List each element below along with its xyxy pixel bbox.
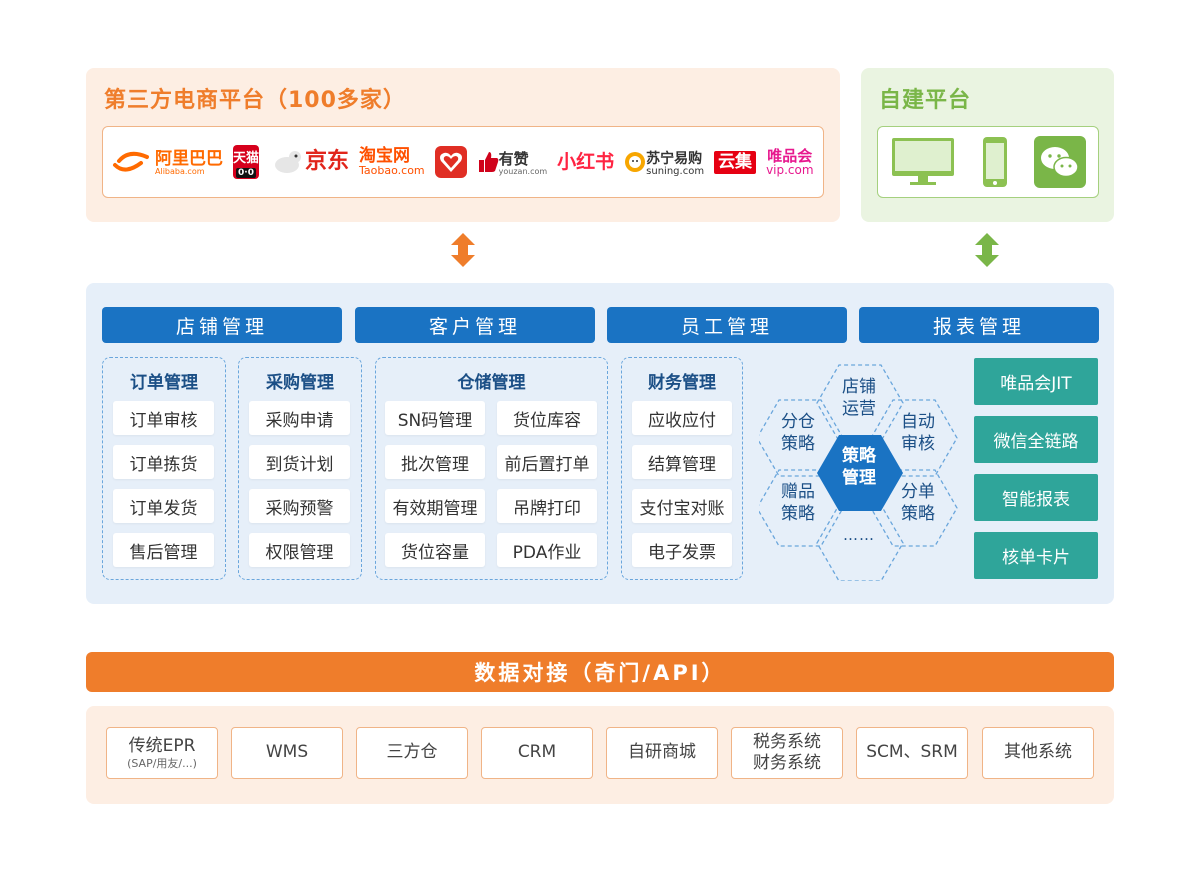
green-double-arrow-icon	[975, 233, 999, 267]
tag-print-item: 吊牌打印	[497, 489, 597, 523]
purchase-warning-item: 采购预警	[249, 489, 350, 523]
purchase-management-title: 采购管理	[266, 373, 334, 393]
settlement-item: 结算管理	[632, 445, 732, 479]
third-party-platform-panel: 第三方电商平台（100多家） 阿里巴巴 Alibaba.com 天猫 0·0 京…	[86, 68, 840, 222]
slot-volume-item: 货位容量	[385, 533, 485, 567]
xiaohongshu-logo: 小红书	[557, 150, 615, 173]
purchase-request-item: 采购申请	[249, 401, 350, 435]
yunji-cn: 云集	[718, 151, 753, 172]
yunji-logo: 云集	[714, 150, 757, 174]
vip-cn: 唯品会	[767, 146, 813, 165]
suning-lion-icon	[625, 152, 646, 172]
system-self-mall: 自研商城	[606, 727, 718, 779]
alibaba-cn: 阿里巴巴	[155, 148, 223, 169]
vip-en: vip.com	[766, 162, 814, 177]
self-built-platform-panel: 自建平台	[861, 68, 1114, 222]
expiry-management-item: 有效期管理	[385, 489, 485, 523]
pinduoduo-logo	[434, 146, 467, 178]
taobao-logo: 淘宝网 Taobao.com	[359, 146, 425, 177]
tmall-eyes: 0·0	[236, 167, 256, 178]
taobao-en: Taobao.com	[359, 164, 425, 177]
self-built-title: 自建平台	[879, 88, 972, 113]
arrival-plan-item: 到货计划	[249, 445, 350, 479]
pre-post-print-item: 前后置打单	[497, 445, 597, 479]
system-wms: WMS	[231, 727, 343, 779]
order-management-group: 订单管理 订单审核 订单拣货 订单发货 售后管理	[102, 357, 226, 580]
order-shipping-item: 订单发货	[113, 489, 214, 523]
thumbs-up-icon	[478, 152, 498, 172]
after-sales-item: 售后管理	[113, 533, 214, 567]
third-party-title: 第三方电商平台（100多家）	[104, 88, 406, 113]
system-scm-srm: SCM、SRM	[856, 727, 968, 779]
monitor-icon	[892, 138, 955, 185]
batch-management-item: 批次管理	[385, 445, 485, 479]
hex-split-order-label: 分单 策略	[901, 482, 935, 524]
alibaba-logo: 阿里巴巴 Alibaba.com	[111, 147, 223, 177]
header-report-management: 报表管理	[859, 307, 1099, 343]
core-management-panel: 店铺管理 客户管理 员工管理 报表管理 订单管理 订单审核 订单拣货 订单发货 …	[86, 283, 1114, 604]
system-other: 其他系统	[982, 727, 1094, 779]
system-3pl-warehouse: 三方仓	[356, 727, 468, 779]
finance-management-title: 财务管理	[648, 373, 716, 393]
suning-cn: 苏宁易购	[646, 150, 703, 167]
youzan-logo: 有赞 youzan.com	[477, 149, 548, 176]
header-customer-management: 客户管理	[355, 307, 595, 343]
hex-auto-review-label: 自动 审核	[901, 412, 935, 454]
youzan-en: youzan.com	[498, 166, 548, 176]
tmall-cn: 天猫	[233, 150, 260, 166]
taobao-cn: 淘宝网	[359, 146, 411, 166]
hex-gift-strategy-label: 赠品 策略	[781, 482, 815, 524]
device-strip	[877, 126, 1099, 198]
alipay-reconcile-item: 支付宝对账	[632, 489, 732, 523]
suning-en: suning.com	[646, 165, 705, 177]
finance-management-group: 财务管理 应收应付 结算管理 支付宝对账 电子发票	[621, 357, 743, 580]
system-erp: 传统EPR (SAP/用友/...)	[106, 727, 218, 779]
youzan-cn: 有赞	[498, 149, 529, 168]
pda-operation-item: PDA作业	[497, 533, 597, 567]
alibaba-smile-icon	[113, 151, 149, 172]
smart-report-box: 智能报表	[974, 474, 1098, 521]
hex-split-warehouse-label: 分仓 策略	[781, 412, 815, 454]
orange-double-arrow-icon	[451, 233, 475, 267]
suning-logo: 苏宁易购 suning.com	[624, 148, 704, 177]
slot-capacity-item: 货位库容	[497, 401, 597, 435]
purchase-management-group: 采购管理 采购申请 到货计划 采购预警 权限管理	[238, 357, 362, 580]
warehouse-management-group: 仓储管理 SN码管理 货位库容 批次管理 前后置打单 有效期管理 吊牌打印 货位…	[375, 357, 608, 580]
jd-dog-icon	[275, 151, 302, 173]
pinduoduo-heart-icon	[439, 152, 462, 172]
order-picking-item: 订单拣货	[113, 445, 214, 479]
sn-code-item: SN码管理	[385, 401, 485, 435]
hex-strategy-center	[817, 435, 903, 511]
wechat-full-link-box: 微信全链路	[974, 416, 1098, 463]
external-systems-panel: 传统EPR (SAP/用友/...) WMS 三方仓 CRM 自研商城 税务系统…	[86, 706, 1114, 804]
strategy-hexagon-cluster	[759, 364, 958, 581]
system-tax-finance: 税务系统 财务系统	[731, 727, 843, 779]
order-management-title: 订单管理	[130, 373, 198, 393]
jd-cn: 京东	[305, 149, 350, 174]
vip-logo: 唯品会 vip.com	[766, 146, 814, 177]
permission-management-item: 权限管理	[249, 533, 350, 567]
hex-store-ops	[816, 364, 904, 442]
hex-auto-review	[870, 399, 958, 477]
tmall-logo: 天猫 0·0	[233, 145, 260, 179]
e-invoice-item: 电子发票	[632, 533, 732, 567]
order-review-item: 订单审核	[113, 401, 214, 435]
vip-jit-box: 唯品会JIT	[974, 358, 1098, 405]
platform-logo-strip: 阿里巴巴 Alibaba.com 天猫 0·0 京东 淘宝网 Taobao.co…	[102, 126, 824, 198]
hex-store-ops-label: 店铺 运营	[842, 377, 876, 419]
alibaba-en: Alibaba.com	[155, 166, 205, 176]
hex-strategy-center-label: 策略 管理	[842, 446, 876, 488]
phone-icon	[982, 137, 1007, 187]
xiaohongshu-cn: 小红书	[557, 150, 615, 173]
header-store-management: 店铺管理	[102, 307, 342, 343]
header-staff-management: 员工管理	[607, 307, 847, 343]
receivable-payable-item: 应收应付	[632, 401, 732, 435]
hex-more-label: ……	[843, 526, 875, 544]
warehouse-management-title: 仓储管理	[457, 373, 526, 393]
api-integration-bar: 数据对接（奇门/API）	[86, 652, 1114, 692]
wechat-icon	[1033, 136, 1086, 188]
jd-logo: 京东	[269, 147, 349, 177]
check-card-box: 核单卡片	[974, 532, 1098, 579]
system-crm: CRM	[481, 727, 593, 779]
